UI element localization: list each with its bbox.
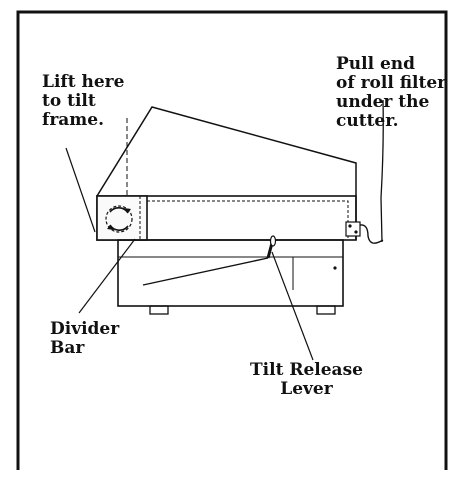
- leader-divider: [78, 238, 136, 314]
- divider-bar-label: Divider Bar: [50, 319, 120, 358]
- foot-left: [149, 305, 169, 315]
- circular-arrows-icon: [105, 205, 133, 233]
- leader-lift: [65, 147, 96, 233]
- pull-label: Pull end of roll filter under the cutter…: [336, 54, 447, 131]
- tilt-release-lever: [142, 235, 277, 286]
- cutter-bracket: [345, 221, 384, 244]
- diagram-border: [16, 10, 448, 470]
- foot-right: [316, 305, 336, 315]
- base-cabinet: [117, 239, 344, 307]
- tilt-release-label: Tilt Release Lever: [250, 360, 363, 399]
- leader-pull: [380, 99, 384, 243]
- inner-dashed-outline: [147, 200, 349, 240]
- leader-tilt-release: [271, 251, 314, 361]
- base-cabinet-knob: [333, 266, 337, 270]
- lift-label: Lift here to tilt frame.: [42, 72, 125, 130]
- front-end-panel: [96, 195, 148, 241]
